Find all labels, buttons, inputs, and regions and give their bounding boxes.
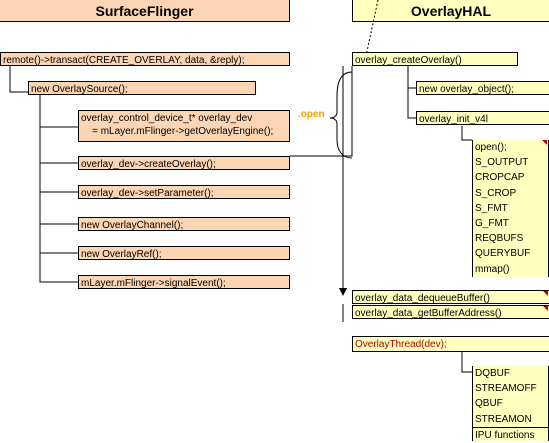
- control-device-line2: = mLayer.mFlinger->getOverlayEngine();: [81, 126, 274, 137]
- thread-call-item: STREAMON: [475, 413, 532, 425]
- thread-call-item: STREAMOFF: [475, 383, 537, 395]
- connector-init-list: [461, 126, 472, 141]
- signal-event-text: mLayer.mFlinger->signalEvent();: [81, 278, 226, 289]
- init-v4l-box: overlay_init_v4l: [416, 111, 549, 125]
- create-overlay-hal-box: overlay_createOverlay(): [352, 52, 518, 66]
- new-object-text: new overlay_object();: [419, 84, 515, 95]
- new-object-box: new overlay_object();: [416, 81, 549, 95]
- v4l-call-item: S_OUTPUT: [475, 157, 529, 169]
- dashed-call-line: [365, 0, 379, 57]
- v4l-call-item: REQBUFS: [475, 233, 524, 245]
- overlay-thread-text: OverlayThread(dev);: [355, 339, 447, 350]
- transact-box: remote()->transact(CREATE_OVERLAY, data,…: [0, 52, 290, 66]
- overlay-thread-box: OverlayThread(dev);: [352, 336, 549, 352]
- connector-source-trunk: [39, 95, 78, 283]
- v4l-call-item: G_FMT: [475, 217, 509, 229]
- signal-event-box: mLayer.mFlinger->signalEvent();: [78, 275, 290, 289]
- create-overlay-hal-text: overlay_createOverlay(): [355, 55, 462, 66]
- overlay-ref-box: new OverlayRef();: [78, 246, 290, 260]
- connector-create-to-hal: [290, 66, 353, 157]
- overlay-source-box: new OverlaySource();: [28, 81, 256, 95]
- control-device-box: overlay_control_device_t* overlay_dev = …: [78, 110, 290, 142]
- overlay-channel-box: new OverlayChannel();: [78, 217, 290, 231]
- dequeue-buffer-box: overlay_data_dequeueBuffer(): [352, 290, 549, 304]
- overlay-source-text: new OverlaySource();: [31, 84, 128, 95]
- overlayhal-header: OverlayHAL: [352, 0, 549, 22]
- connector-transact-source: [9, 66, 30, 93]
- create-overlay-text: overlay_dev->createOverlay();: [81, 159, 216, 170]
- v4l-call-item: CROPCAP: [475, 172, 525, 184]
- get-buffer-address-text: overlay_data_getBufferAddress(): [355, 308, 502, 319]
- overlayhal-title: OverlayHAL: [410, 2, 492, 19]
- open-label: .open: [298, 109, 325, 120]
- overlay-channel-text: new OverlayChannel();: [81, 220, 184, 231]
- overlay-ref-text: new OverlayRef();: [81, 249, 162, 260]
- note-flag: [542, 140, 547, 145]
- thread-call-item: IPU functions: [473, 426, 548, 443]
- v4l-call-item: S_FMT: [475, 202, 508, 214]
- surfaceflinger-header: SurfaceFlinger: [0, 0, 290, 22]
- v4l-call-item: QUERYBUF: [475, 248, 531, 260]
- v4l-call-item: mmap(): [475, 263, 510, 275]
- v4l-call-list: open(); S_OUTPUT CROPCAP S_CROP S_FMT G_FMT RE…: [472, 140, 549, 277]
- dequeue-note-flag: [543, 291, 548, 296]
- v4l-call-item: S_CROP: [475, 187, 517, 199]
- create-overlay-box: overlay_dev->createOverlay();: [78, 156, 290, 170]
- thread-call-item: DQBUF: [475, 368, 510, 379]
- connector-hal-new-object: [407, 66, 416, 89]
- control-device-line1: overlay_control_device_t* overlay_dev: [81, 113, 253, 124]
- set-parameter-text: overlay_dev->setParameter();: [81, 188, 214, 199]
- thread-call-item: QBUF: [475, 398, 503, 410]
- get-buffer-address-box: overlay_data_getBufferAddress(): [352, 305, 549, 319]
- arrowhead-dequeue: [339, 288, 347, 296]
- transact-text: remote()->transact(CREATE_OVERLAY, data,…: [3, 55, 245, 66]
- set-parameter-box: overlay_dev->setParameter();: [78, 185, 290, 199]
- v4l-call-item: open();: [475, 142, 507, 153]
- surfaceflinger-title: SurfaceFlinger: [95, 2, 194, 19]
- dequeue-buffer-text: overlay_data_dequeueBuffer(): [355, 293, 490, 304]
- open-brace: [329, 71, 353, 159]
- connector-hal-init: [407, 88, 416, 119]
- init-v4l-text: overlay_init_v4l: [419, 114, 488, 125]
- connector-thread-list: [461, 352, 472, 373]
- get-addr-note-flag: [543, 306, 548, 311]
